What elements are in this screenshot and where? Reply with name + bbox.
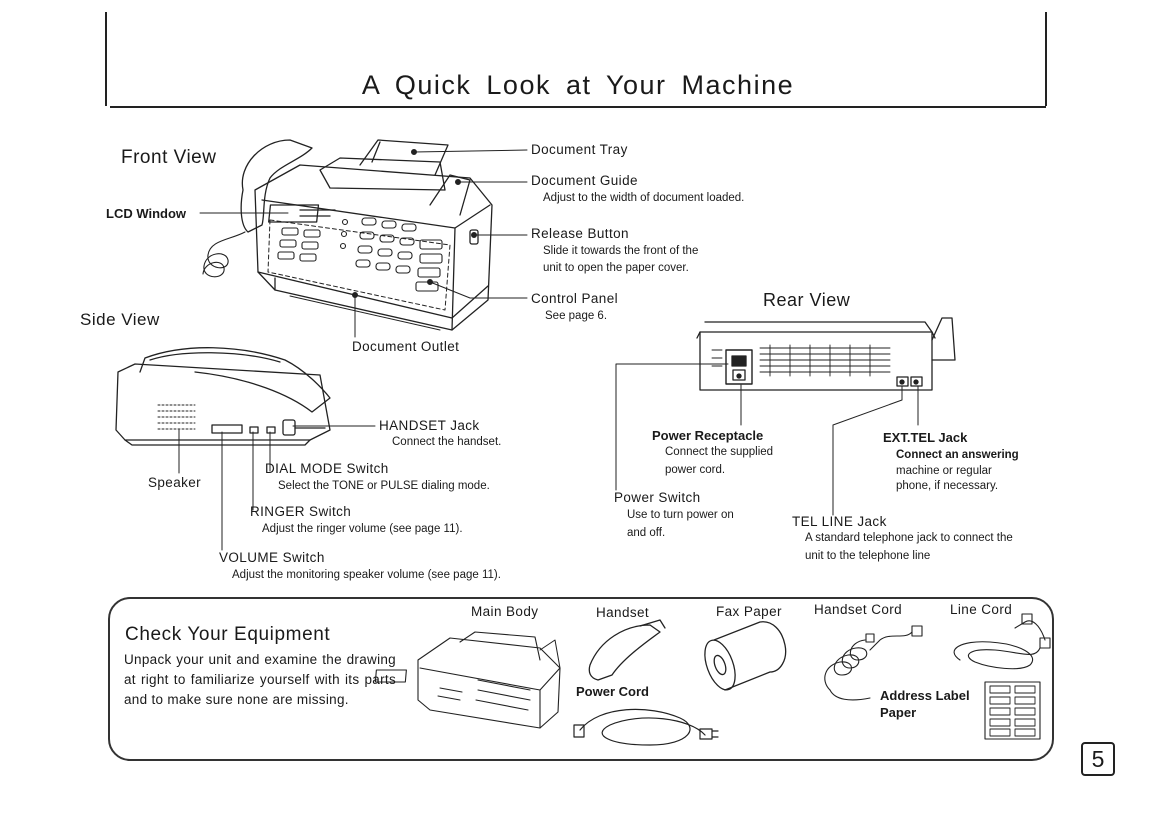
- equipment-main-body-drawing: [374, 631, 561, 729]
- left-margin-rule: [105, 12, 107, 106]
- power-receptacle-desc-1: Connect the supplied: [665, 446, 774, 458]
- release-button-label: Release Button: [531, 226, 629, 241]
- line-cord-label: Line Cord: [950, 602, 1013, 617]
- equipment-power-cord-drawing: [573, 708, 719, 746]
- ext-tel-desc-1: Connect an answering: [896, 449, 1019, 461]
- speaker-label: Speaker: [148, 475, 202, 490]
- handset-jack-label: HANDSET Jack: [379, 418, 480, 433]
- power-receptacle-desc-2: power cord.: [665, 464, 726, 476]
- ext-tel-desc-3: phone, if necessary.: [896, 480, 999, 492]
- page-title: A Quick Look at Your Machine: [361, 70, 795, 100]
- ext-tel-jack-label: EXT.TEL Jack: [883, 430, 968, 445]
- release-button-desc-2: unit to open the paper cover.: [543, 262, 689, 274]
- power-switch-label: Power Switch: [614, 490, 701, 505]
- side-view-drawing: [115, 347, 331, 446]
- handset-label: Handset: [596, 605, 650, 620]
- equipment-description: Unpack your unit and examine the drawing…: [124, 652, 396, 707]
- tel-line-desc-1: A standard telephone jack to connect the: [805, 532, 1013, 544]
- rear-view-heading: Rear View: [763, 290, 851, 310]
- equipment-address-label-drawing: [984, 681, 1041, 740]
- release-button-desc-1: Slide it towards the front of the: [543, 245, 699, 257]
- equipment-box: [108, 597, 1054, 761]
- document-guide-desc: Adjust to the width of document loaded.: [543, 192, 745, 204]
- document-tray-label: Document Tray: [531, 142, 628, 157]
- dial-mode-switch-label: DIAL MODE Switch: [265, 461, 389, 476]
- power-switch-desc-1: Use to turn power on: [627, 509, 734, 521]
- address-label-paper-label-2: Paper: [880, 705, 917, 720]
- control-panel-label: Control Panel: [531, 291, 618, 306]
- rear-view-drawing: [696, 317, 956, 391]
- fax-paper-label: Fax Paper: [716, 604, 782, 619]
- side-view-heading: Side View: [80, 310, 160, 329]
- ext-tel-desc-2: machine or regular: [896, 465, 992, 477]
- volume-desc: Adjust the monitoring speaker volume (se…: [232, 569, 501, 581]
- control-panel-desc: See page 6.: [545, 310, 608, 322]
- right-margin-rule: [1045, 12, 1047, 106]
- page-number: 5: [1081, 742, 1115, 776]
- volume-switch-label: VOLUME Switch: [219, 550, 325, 565]
- document-guide-label: Document Guide: [531, 173, 638, 188]
- power-switch-desc-2: and off.: [627, 527, 666, 539]
- front-view-heading: Front View: [121, 147, 217, 168]
- equipment-line-cord-drawing: [953, 613, 1051, 670]
- dial-mode-desc: Select the TONE or PULSE dialing mode.: [278, 480, 490, 492]
- equipment-handset-cord-drawing: [824, 625, 923, 701]
- equipment-heading: Check Your Equipment: [125, 624, 331, 645]
- equipment-handset-drawing: [588, 619, 666, 681]
- power-receptacle-label: Power Receptacle: [652, 428, 764, 443]
- ringer-desc: Adjust the ringer volume (see page 11).: [262, 523, 463, 535]
- equipment-fax-paper-drawing: [704, 621, 787, 691]
- main-body-label: Main Body: [471, 604, 539, 619]
- document-outlet-label: Document Outlet: [352, 339, 460, 354]
- handset-jack-desc: Connect the handset.: [392, 436, 502, 448]
- front-view-drawing: [202, 139, 493, 331]
- power-cord-label: Power Cord: [576, 684, 649, 699]
- tel-line-desc-2: unit to the telephone line: [805, 550, 931, 562]
- title-rule: [110, 106, 1046, 108]
- lcd-window-label: LCD Window: [106, 206, 187, 221]
- address-label-paper-label-1: Address Label: [880, 688, 970, 703]
- ringer-switch-label: RINGER Switch: [250, 504, 352, 519]
- tel-line-jack-label: TEL LINE Jack: [792, 514, 887, 529]
- handset-cord-label: Handset Cord: [814, 602, 903, 617]
